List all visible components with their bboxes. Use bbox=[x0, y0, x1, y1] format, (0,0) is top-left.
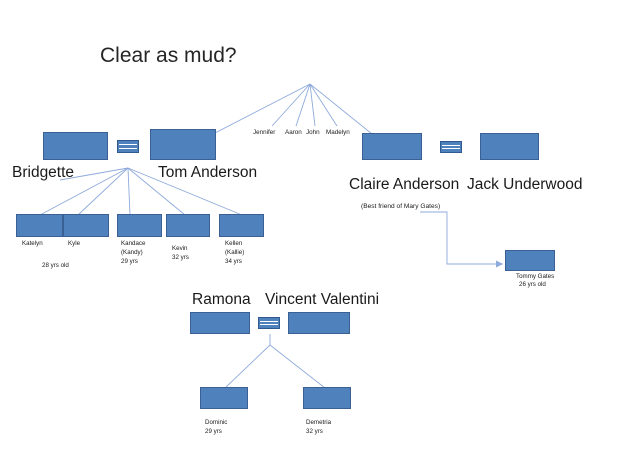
connector-to-demetria bbox=[269, 344, 326, 389]
person-label-ramona: Ramona bbox=[192, 291, 251, 308]
grandchild-label-jennifer: Jennifer bbox=[253, 129, 276, 136]
person-label-kyle: Kyle bbox=[68, 240, 81, 247]
connector-to-john bbox=[309, 83, 316, 127]
person-label-kevin: Kevin bbox=[172, 245, 188, 252]
person-label-katelyn: Katelyn bbox=[22, 240, 43, 247]
connector-to-aaron bbox=[295, 83, 311, 127]
person-label-tom-anderson: Tom Anderson bbox=[158, 164, 258, 181]
person-label-demetria: Demetria bbox=[306, 419, 332, 426]
age-label-kandace: 29 yrs bbox=[121, 258, 138, 265]
person-label-kandace: Kandace bbox=[121, 240, 146, 247]
person-box-tom-anderson[interactable] bbox=[150, 129, 216, 160]
person-label-dominic: Dominic bbox=[205, 419, 228, 426]
person-box-dominic[interactable] bbox=[200, 387, 248, 409]
person-label-jack-underwood: Jack Underwood bbox=[467, 176, 583, 193]
connector-to-madelyn bbox=[309, 83, 338, 127]
person-label-tommy-gates: Tommy Gates bbox=[516, 273, 555, 280]
connector-to-kyle bbox=[77, 167, 129, 216]
grandchild-label-madelyn: Madelyn bbox=[326, 129, 350, 136]
person-box-jack-underwood[interactable] bbox=[480, 133, 539, 160]
person-box-kandace[interactable] bbox=[117, 214, 162, 237]
marriage-symbol-claire-jack bbox=[440, 141, 462, 153]
age-label-kellen: 34 yrs bbox=[225, 258, 242, 265]
grandchild-label-aaron: Aaron bbox=[285, 129, 302, 136]
person-box-kevin[interactable] bbox=[166, 214, 210, 237]
grandchild-label-john: John bbox=[306, 129, 320, 136]
note-best-friend: (Best friend of Mary Gates) bbox=[361, 203, 441, 210]
person-label-kellen: Kellen bbox=[225, 240, 243, 247]
age-label-katelyn-kyle: 28 yrs old bbox=[42, 262, 69, 269]
connector-tom-to-fan bbox=[214, 83, 311, 134]
age-label-demetria: 32 yrs bbox=[306, 428, 323, 435]
connector-to-jennifer bbox=[271, 83, 311, 127]
age-label-tommy-gates: 26 yrs old bbox=[519, 281, 546, 288]
nickname-label-kellen: (Kallie) bbox=[225, 249, 245, 256]
person-box-kyle[interactable] bbox=[63, 214, 109, 237]
person-box-katelyn[interactable] bbox=[16, 214, 63, 237]
connector-claire-to-fan bbox=[309, 83, 373, 135]
person-box-bridgette[interactable] bbox=[43, 132, 108, 160]
age-label-dominic: 29 yrs bbox=[205, 428, 222, 435]
page-title: Clear as mud? bbox=[100, 44, 237, 67]
age-label-kevin: 32 yrs bbox=[172, 254, 189, 261]
connector-to-kandace bbox=[127, 167, 131, 216]
connector-to-dominic bbox=[224, 344, 271, 389]
marriage-symbol-ramona-vincent bbox=[258, 317, 280, 329]
person-box-vincent-valentini[interactable] bbox=[288, 312, 350, 334]
nickname-label-kandace: (Kandy) bbox=[121, 249, 143, 256]
person-label-vincent-valentini: Vincent Valentini bbox=[265, 291, 380, 308]
arrowhead-to-tommy bbox=[496, 260, 503, 268]
person-box-demetria[interactable] bbox=[303, 387, 351, 409]
person-box-claire-anderson[interactable] bbox=[362, 133, 422, 160]
person-box-tommy-gates[interactable] bbox=[505, 250, 555, 271]
person-box-ramona[interactable] bbox=[190, 312, 250, 334]
person-label-bridgette: Bridgette bbox=[12, 164, 75, 181]
marriage-symbol-bridgette-tom bbox=[117, 140, 139, 153]
connector-note-to-tommy bbox=[420, 211, 503, 265]
person-label-claire-anderson: Claire Anderson bbox=[349, 176, 460, 193]
person-box-kellen[interactable] bbox=[219, 214, 264, 237]
